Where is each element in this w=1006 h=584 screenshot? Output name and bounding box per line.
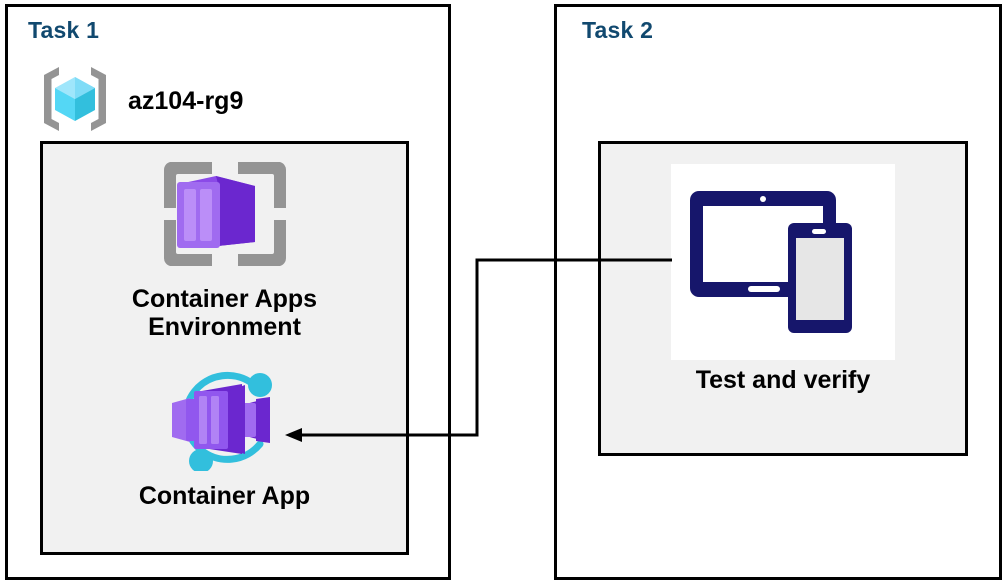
container-apps-environment-icon (150, 154, 300, 279)
container-apps-environment-label: Container Apps Environment (131, 285, 318, 341)
task-2-content-box: Test and verify (598, 141, 968, 456)
node-container-app: Container App (43, 366, 406, 510)
container-app-icon (150, 366, 300, 476)
devices-test-icon (683, 175, 883, 350)
task-1-label: Task 1 (28, 17, 100, 43)
container-app-label: Container App (138, 482, 311, 510)
resource-group-icon (36, 60, 114, 143)
node-container-apps-environment: Container Apps Environment (43, 154, 406, 341)
task-1-content-box: Container Apps Environment (40, 141, 409, 555)
node-test-and-verify: Test and verify (601, 164, 965, 394)
resource-group-name: az104-rg9 (128, 87, 244, 115)
resource-group-row: az104-rg9 (36, 60, 243, 143)
test-and-verify-label: Test and verify (695, 366, 871, 394)
test-and-verify-icon-backdrop (671, 164, 895, 360)
task-2-label: Task 2 (582, 17, 654, 43)
